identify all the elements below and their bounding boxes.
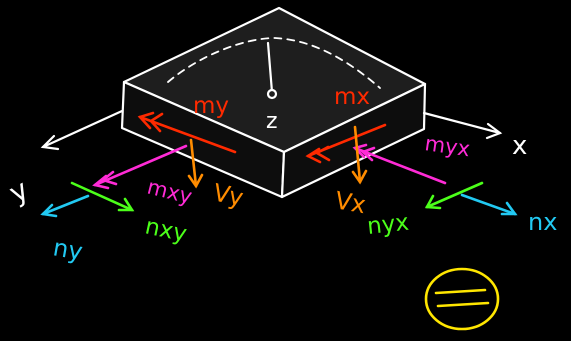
shear-vy-label: Vy bbox=[211, 178, 246, 212]
normal-nx-label: nx bbox=[528, 208, 557, 236]
moment-mx-arrow bbox=[305, 123, 387, 164]
y-axis-arrow bbox=[40, 109, 124, 151]
equals-circle-icon bbox=[424, 267, 500, 331]
y-axis-label: y bbox=[4, 173, 34, 210]
x-axis-label: x bbox=[512, 131, 527, 161]
inplane-nyx-label: nyx bbox=[366, 210, 410, 240]
plate-outline bbox=[120, 6, 427, 199]
moment-my-label: my bbox=[193, 93, 229, 119]
twist-mxy-label: mxy bbox=[145, 175, 195, 209]
twist-mxy-arrow bbox=[92, 144, 188, 190]
moment-my-arrow bbox=[137, 111, 237, 154]
z-axis bbox=[266, 41, 278, 100]
top-dashed-curve bbox=[167, 37, 381, 89]
z-axis-label: z bbox=[266, 109, 278, 134]
twist-myx-label: myx bbox=[423, 131, 471, 161]
normal-ny-arrow bbox=[40, 194, 90, 218]
inplane-nxy-label: nxy bbox=[143, 213, 189, 247]
shear-vx-label: Vx bbox=[333, 186, 368, 219]
shear-vy-arrow bbox=[187, 138, 204, 189]
inplane-nxy-arrow bbox=[70, 181, 135, 212]
shear-vx-arrow bbox=[351, 125, 368, 185]
plate-right-face bbox=[280, 82, 427, 199]
normal-ny-label: ny bbox=[51, 233, 85, 266]
x-axis-arrow bbox=[422, 111, 503, 140]
inplane-nyx-arrow bbox=[424, 181, 484, 210]
twist-myx-arrow bbox=[352, 143, 447, 185]
normal-nx-arrow bbox=[460, 193, 518, 216]
moment-mx-label: mx bbox=[334, 84, 370, 110]
